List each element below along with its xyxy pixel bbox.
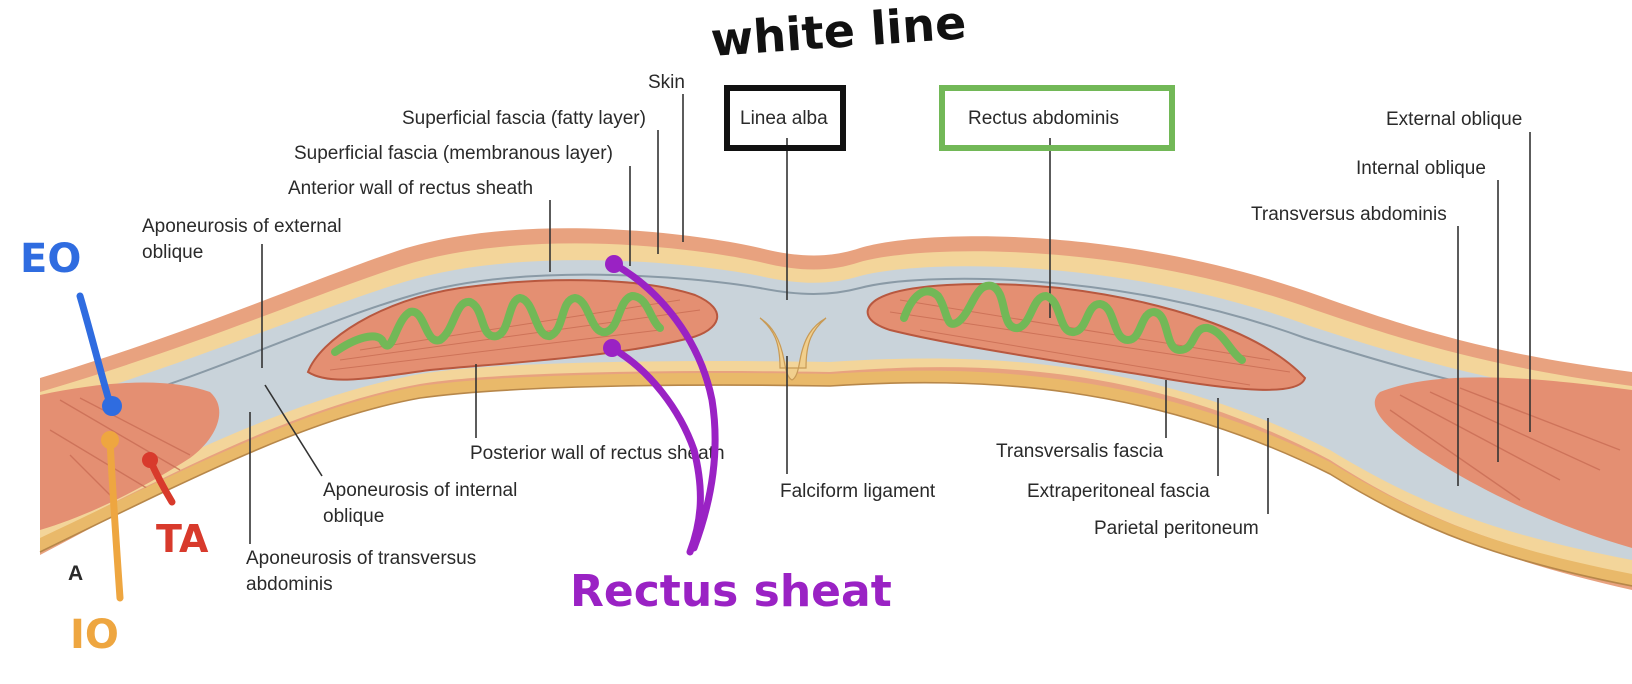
- label-aponeurosis-external-oblique-2: oblique: [142, 242, 203, 263]
- label-falciform-ligament: Falciform ligament: [780, 481, 936, 502]
- label-transversalis-fascia: Transversalis fascia: [996, 441, 1164, 462]
- label-aponeurosis-external-oblique: Aponeurosis of external: [142, 216, 342, 237]
- label-transversus-abdominis: Transversus abdominis: [1251, 204, 1447, 225]
- handwritten-rectus-sheath: Rectus sheat: [570, 566, 892, 617]
- rectus-sheath-dot-2: [603, 339, 621, 357]
- handwritten-io: IO: [70, 612, 119, 658]
- rectus-sheath-dot-1: [605, 255, 623, 273]
- label-skin: Skin: [648, 72, 685, 93]
- label-rectus-abdominis: Rectus abdominis: [968, 108, 1119, 129]
- rectus-sheath-pointer-2: [608, 344, 704, 556]
- rectus-abdominis-box: [939, 85, 1175, 151]
- panel-letter: A: [68, 562, 83, 585]
- peritoneum-layer: [40, 370, 1632, 586]
- handwritten-eo: EO: [20, 236, 81, 282]
- io-pointer: [106, 436, 124, 602]
- handwritten-white-line: white line: [709, 0, 968, 67]
- handwritten-ta: TA: [156, 517, 209, 561]
- label-posterior-wall-rectus-sheath: Posterior wall of rectus sheath: [470, 443, 725, 464]
- label-aponeurosis-transversus: Aponeurosis of transversus: [246, 548, 476, 569]
- label-superficial-fascia-fatty: Superficial fascia (fatty layer): [402, 108, 646, 129]
- rectus-sheath-pointer-1: [610, 260, 719, 552]
- label-extraperitoneal-fascia: Extraperitoneal fascia: [1027, 481, 1210, 502]
- label-linea-alba: Linea alba: [740, 108, 828, 129]
- falciform-ligament-shape: [759, 317, 827, 381]
- green-zigzag-right: [900, 281, 1246, 364]
- label-parietal-peritoneum: Parietal peritoneum: [1094, 518, 1259, 539]
- eo-pointer: [76, 292, 114, 408]
- rectus-abdominis-left: [306, 279, 718, 381]
- leader-int-oblique: [264, 384, 323, 477]
- label-aponeurosis-transversus-2: abdominis: [246, 574, 333, 595]
- linea-alba-box: [724, 85, 846, 151]
- label-internal-oblique: Internal oblique: [1356, 158, 1486, 179]
- right-lateral-muscles: [1374, 377, 1632, 548]
- eo-pointer-dot: [102, 396, 122, 416]
- rectus-abdominis-right: [866, 283, 1307, 391]
- label-aponeurosis-internal-oblique: Aponeurosis of internal: [323, 480, 517, 501]
- ta-pointer-dot: [142, 452, 158, 468]
- label-aponeurosis-internal-oblique-2: oblique: [323, 506, 384, 527]
- green-zigzag-left: [331, 292, 664, 356]
- label-superficial-fascia-membranous: Superficial fascia (membranous layer): [294, 143, 613, 164]
- io-pointer-dot: [101, 431, 119, 449]
- left-lateral-muscles: [40, 382, 220, 530]
- label-external-oblique: External oblique: [1386, 109, 1522, 130]
- label-anterior-wall-rectus-sheath: Anterior wall of rectus sheath: [288, 178, 533, 199]
